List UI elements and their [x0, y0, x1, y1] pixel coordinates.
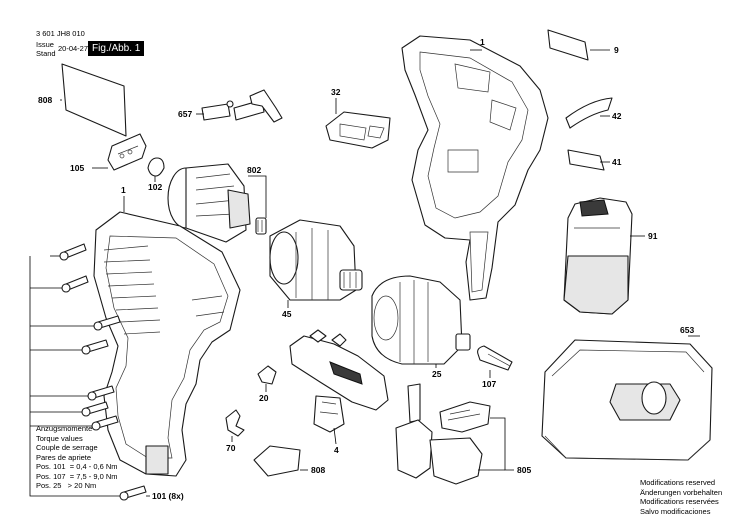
- label-105: 105: [70, 163, 84, 173]
- torque-line: Couple de serrage: [36, 443, 98, 452]
- figure-label: Fig./Abb. 1: [88, 41, 145, 56]
- label-25: 25: [432, 369, 442, 379]
- issue-date: 20-04-27: [58, 44, 89, 53]
- label-32: 32: [331, 87, 341, 97]
- label-91: 91: [648, 231, 658, 241]
- charger: [541, 339, 713, 461]
- label-805: 805: [517, 465, 531, 475]
- label-strip-41: [567, 149, 605, 171]
- label-41: 41: [612, 157, 622, 167]
- label-strip-9: [547, 29, 589, 61]
- battery-pack: [563, 197, 633, 315]
- issue-label: Issue Stand: [36, 40, 56, 58]
- housing-half-left: [93, 211, 241, 477]
- label-20: 20: [259, 393, 269, 403]
- torque-line: Pos. 101 = 0,4 - 0,6 Nm: [36, 462, 118, 471]
- label-101: 101 (8x): [152, 491, 184, 501]
- switch-assembly-805: [395, 383, 491, 485]
- note-line: Änderungen vorbehalten: [640, 487, 723, 497]
- label-45: 45: [282, 309, 292, 319]
- torque-line: Torque values: [36, 433, 83, 443]
- chuck-25: [371, 275, 471, 365]
- leader-lines: [29, 49, 700, 497]
- nameplate-808-bottom: [253, 445, 301, 477]
- led-102: [147, 157, 165, 177]
- electronics-4: [289, 329, 389, 433]
- label-4: 4: [334, 445, 339, 455]
- screw-107: [477, 345, 513, 371]
- note-line: Modifications reservées: [640, 497, 719, 506]
- torque-line: Pos. 25 > 20 Nm: [36, 481, 97, 490]
- gearbox-45: [269, 219, 363, 301]
- note-line: Modifications reserved: [640, 478, 716, 487]
- issue-label-de: Stand: [36, 49, 56, 58]
- housing-half-right: [401, 35, 549, 301]
- label-1-left: 1: [121, 185, 126, 195]
- switch-32: [325, 111, 391, 149]
- label-657: 657: [178, 109, 192, 119]
- torque-line: Anzugsmomente: [36, 424, 93, 433]
- part-labels: 1 9 42 41 91 653 808 657 32 105 102 802 …: [38, 37, 694, 501]
- label-653: 653: [680, 325, 694, 335]
- spring-70: [225, 409, 245, 437]
- issue-label-en: Issue: [36, 40, 54, 49]
- torque-line: Pares de apriete: [36, 452, 92, 462]
- label-42: 42: [612, 111, 622, 121]
- motor-802: [167, 163, 267, 243]
- nameplate-808-top: [61, 63, 127, 137]
- switch-cover-105: [107, 133, 147, 171]
- torque-table: Anzugsmomente Torque values Couple de se…: [36, 424, 118, 491]
- label-802: 802: [247, 165, 261, 175]
- label-102: 102: [148, 182, 162, 192]
- screws-101: [59, 243, 147, 501]
- doc-number: 3 601 JH8 010: [36, 29, 85, 38]
- label-9: 9: [614, 45, 619, 55]
- label-strip-42: [565, 97, 613, 129]
- torque-line: Pos. 107 = 7,5 - 9,0 Nm: [36, 471, 118, 481]
- modification-notes: Modifications reserved Änderungen vorbeh…: [640, 478, 722, 516]
- bracket-657: [201, 89, 283, 123]
- label-808-bottom: 808: [311, 465, 325, 475]
- clip-20: [257, 365, 277, 385]
- label-70: 70: [226, 443, 236, 453]
- note-line: Salvo modificaciones: [640, 506, 711, 516]
- label-107: 107: [482, 379, 496, 389]
- label-808-top: 808: [38, 95, 52, 105]
- label-1-top: 1: [480, 37, 485, 47]
